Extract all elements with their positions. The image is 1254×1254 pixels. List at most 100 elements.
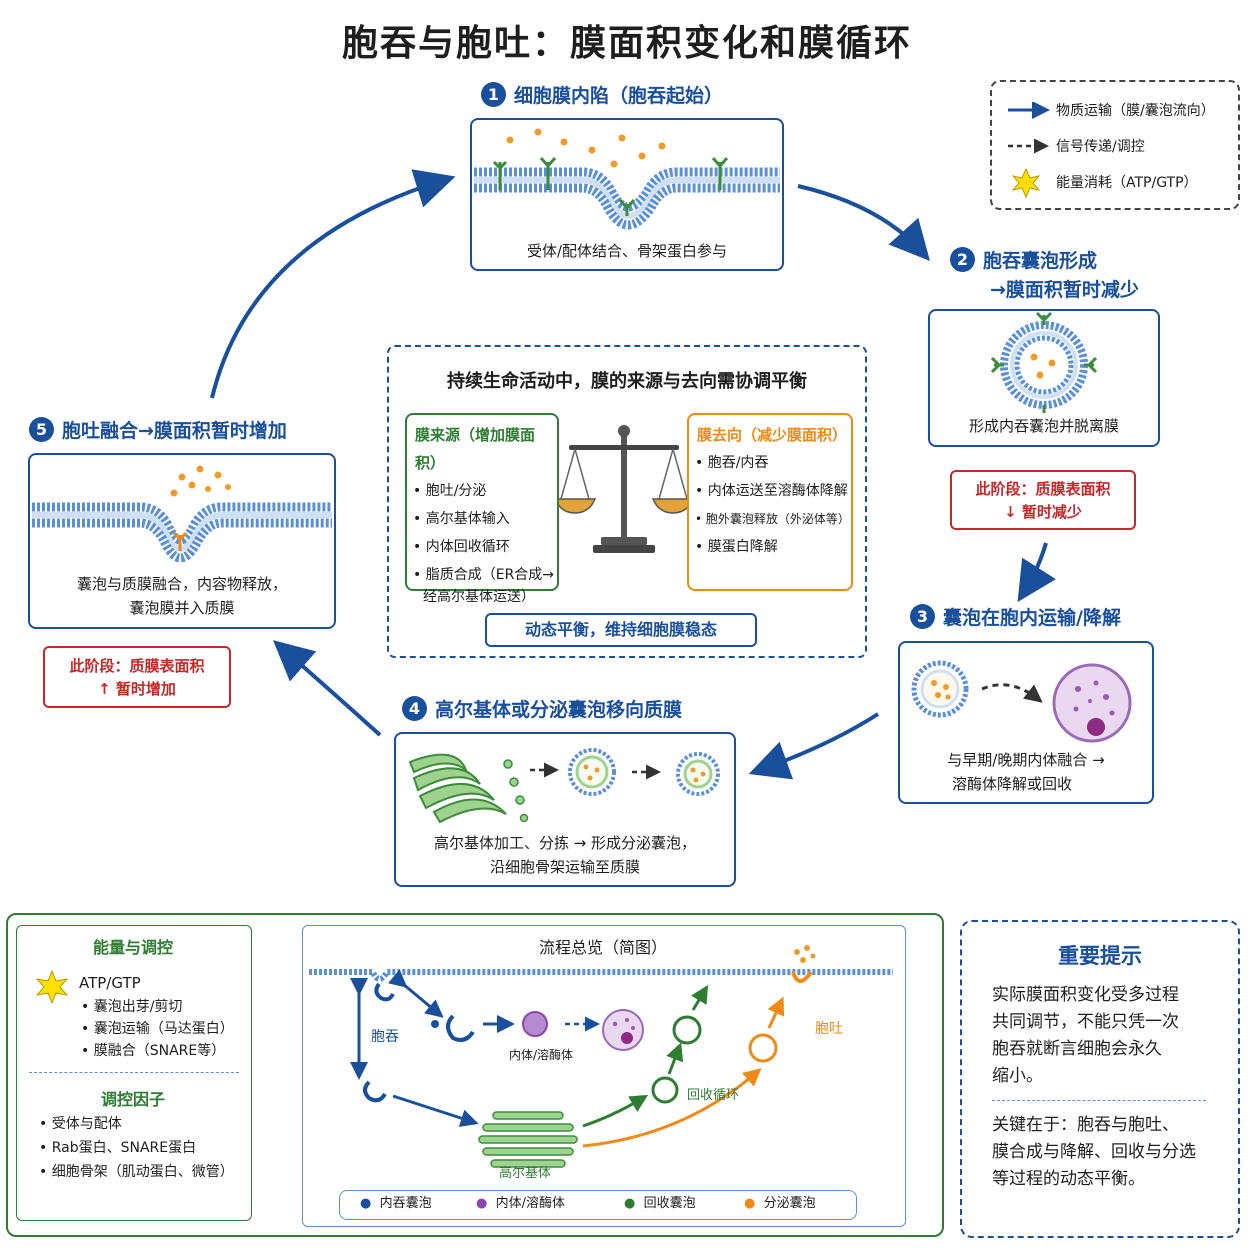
arrow-1-to-2 [797, 184, 930, 261]
step-5-caption-line1: 囊泡与质膜融合，内容物释放， [76, 575, 287, 593]
step-4-heading: 4 高尔基体或分泌囊泡移向质膜 [402, 695, 682, 722]
legend-transport: 物质运输（膜/囊泡流向） [1056, 103, 1215, 119]
legend-secretory: ● 分泌囊泡 [744, 1196, 816, 1211]
legend-signal: 信号传递/调控 [1056, 139, 1145, 155]
arrow-2-to-3 [1017, 542, 1056, 603]
source-item-cont: 经高尔基体运送） [423, 589, 535, 605]
source-item: • 高尔基体输入 [413, 511, 510, 527]
source-item: • 内体回收循环 [413, 539, 510, 555]
energy-regulation-panel: 能量与调控 ATP/GTP • 囊泡出芽/剪切 • 囊泡运输（马达蛋白） • 膜… [16, 925, 252, 1221]
step-4-caption-line2: 沿细胞骨架运输至质膜 [489, 858, 640, 876]
golgi-label: 高尔基体 [499, 1166, 552, 1181]
arrow-3-to-4 [748, 712, 880, 780]
stage-note-increase: 此阶段：质膜表面积 ↑ 暂时增加 [43, 646, 231, 708]
stage-note-line2: ↓ 暂时减少 [1004, 503, 1082, 521]
atp-item: • 囊泡运输（马达蛋白） [81, 1021, 234, 1037]
recycle-label: 回收循环 [687, 1088, 740, 1103]
factor-item: • Rab蛋白、SNARE蛋白 [39, 1140, 197, 1156]
step-1-panel: 受体/配体结合、骨架蛋白参与 [470, 118, 784, 271]
step-title: 细胞膜内陷（胞吞起始） [514, 85, 724, 107]
step-2-heading-line2: →膜面积暂时减少 [990, 279, 1139, 301]
legend-box: 物质运输（膜/囊泡流向） 信号传递/调控 能量消耗（ATP/GTP） [990, 80, 1240, 210]
arrow-4-to-5 [272, 640, 382, 737]
step-4-caption-line1: 高尔基体加工、分拣 → 形成分泌囊泡， [433, 834, 697, 852]
divider [992, 1100, 1206, 1101]
source-item: • 胞吐/分泌 [413, 483, 487, 499]
stage-note-line1: 此阶段：质膜表面积 [69, 657, 205, 675]
atp-label: ATP/GTP [79, 974, 141, 992]
factor-item: • 受体与配体 [39, 1116, 122, 1132]
overview-legend: ● 内吞囊泡 ● 内体/溶酶体 ● 回收囊泡 ● 分泌囊泡 [339, 1190, 857, 1220]
step-2-caption: 形成内吞囊泡并脱离膜 [968, 417, 1119, 435]
step-1-heading: 1 细胞膜内陷（胞吞起始） [481, 81, 723, 108]
membrane-sink-box: 膜去向（减少膜面积） • 胞吞/内吞 • 内体运送至溶酶体降解 • 胞外囊泡释放… [687, 413, 853, 591]
factor-item: • 细胞骨架（肌动蛋白、微管） [39, 1164, 234, 1180]
overview-diagram [309, 945, 893, 1168]
legend-symbols [1008, 102, 1050, 199]
legend-energy: 能量消耗（ATP/GTP） [1056, 175, 1198, 191]
cycle-arrows [210, 169, 1056, 780]
atp-item: • 膜融合（SNARE等） [81, 1043, 226, 1059]
balance-panel: 持续生命活动中，膜的来源与去向需协调平衡 膜来源（增加膜面积） • 胞吐/分泌 … [387, 345, 867, 658]
flow-overview-panel: 流程总览（简图） [302, 925, 906, 1227]
exocytosis-label: 胞吐 [815, 1021, 843, 1037]
endosome-label: 内体/溶酶体 [509, 1048, 574, 1062]
legend-endosome: ● 内体/溶酶体 [476, 1196, 565, 1211]
step-5-panel: 囊泡与质膜融合，内容物释放， 囊泡膜并入质膜 [28, 453, 336, 629]
membrane-source-box: 膜来源（增加膜面积） • 胞吐/分泌 • 高尔基体输入 • 内体回收循环 • 脂… [405, 413, 559, 605]
step-4-panel: 高尔基体加工、分拣 → 形成分泌囊泡， 沿细胞骨架运输至质膜 [394, 732, 736, 887]
step-2-panel: 形成内吞囊泡并脱离膜 [928, 309, 1160, 447]
step-3-caption-line2: 溶酶体降解或回收 [951, 775, 1072, 793]
stage-note-line2: ↑ 暂时增加 [98, 680, 176, 698]
step-number: 5 [29, 417, 54, 442]
endosome-lysosome-illustration [911, 660, 1132, 743]
tips-paragraph-1: 实际膜面积变化受多过程共同调节，不能只凭一次 胞吞就断言细胞会永久缩小。 [992, 985, 1179, 1086]
step-number: 3 [910, 604, 935, 629]
step-number: 1 [481, 82, 506, 107]
endocytic-vesicle-illustration [990, 311, 1098, 413]
step-title: 高尔基体或分泌囊泡移向质膜 [435, 699, 683, 721]
sink-item: • 胞外囊泡释放（外泌体等） [695, 512, 850, 526]
legend-recycle: ● 回收囊泡 [624, 1196, 696, 1211]
divider [29, 1072, 239, 1073]
exocytosis-fusion-illustration [32, 465, 332, 563]
energy-title: 能量与调控 [92, 938, 173, 957]
step-3-panel: 与早期/晚期内体融合 → 溶酶体降解或回收 [898, 641, 1154, 804]
membrane-invagination-illustration [474, 128, 780, 230]
step-title: 囊泡在胞内运输/降解 [943, 607, 1121, 629]
page-title: 胞吞与胞吐：膜面积变化和膜循环 [341, 23, 912, 64]
endocytosis-label: 胞吞 [371, 1029, 399, 1045]
factors-title: 调控因子 [100, 1090, 165, 1109]
balance-footer: 动态平衡，维持细胞膜稳态 [485, 613, 757, 647]
factors-list: • 受体与配体 • Rab蛋白、SNARE蛋白 • 细胞骨架（肌动蛋白、微管） [39, 1112, 234, 1184]
stage-note-line1: 此阶段：质膜表面积 [975, 480, 1111, 498]
sink-item: • 胞吞/内吞 [695, 455, 769, 471]
energy-star-icon [1011, 167, 1041, 199]
step-5-heading: 5 胞吐融合→膜面积暂时增加 [29, 416, 287, 443]
arrow-5-to-1 [210, 169, 456, 399]
step-title: 胞吐融合→膜面积暂时增加 [62, 420, 287, 442]
sink-item: • 内体运送至溶酶体降解 [695, 483, 848, 499]
atp-item: • 囊泡出芽/剪切 [81, 999, 183, 1015]
important-tips-box: 重要提示 实际膜面积变化受多过程共同调节，不能只凭一次 胞吞就断言细胞会永久缩小… [960, 920, 1240, 1238]
step-5-caption-line2: 囊泡膜并入质膜 [129, 599, 235, 617]
balance-scale-icon [559, 425, 689, 553]
tips-paragraph-2: 关键在于：胞吞与胞吐、膜合成与降解、回收与分选等过程的动态平衡。 [992, 1115, 1196, 1189]
step-1-caption: 受体/配体结合、骨架蛋白参与 [526, 242, 728, 260]
atp-list: • 囊泡出芽/剪切 • 囊泡运输（马达蛋白） • 膜融合（SNARE等） [81, 996, 234, 1062]
legend-endocytic: ● 内吞囊泡 [360, 1196, 432, 1211]
sink-title: 膜去向（减少膜面积） [697, 426, 848, 444]
overview-title: 流程总览（简图） [538, 938, 667, 957]
step-title: 胞吞囊泡形成 [983, 250, 1098, 272]
energy-star-icon [35, 970, 69, 1004]
golgi-secretory-illustration [408, 748, 720, 824]
bottom-section: 能量与调控 ATP/GTP • 囊泡出芽/剪切 • 囊泡运输（马达蛋白） • 膜… [6, 913, 944, 1237]
source-item: • 脂质合成（ER合成→ [413, 567, 555, 583]
balance-heading: 持续生命活动中，膜的来源与去向需协调平衡 [447, 371, 807, 392]
step-number: 4 [402, 696, 427, 721]
source-title: 膜来源（增加膜面积） [415, 426, 536, 472]
stage-note-decrease: 此阶段：质膜表面积 ↓ 暂时减少 [950, 470, 1136, 530]
step-3-caption-line1: 与早期/晚期内体融合 → [947, 751, 1105, 769]
step-3-heading: 3 囊泡在胞内运输/降解 [910, 603, 1121, 630]
